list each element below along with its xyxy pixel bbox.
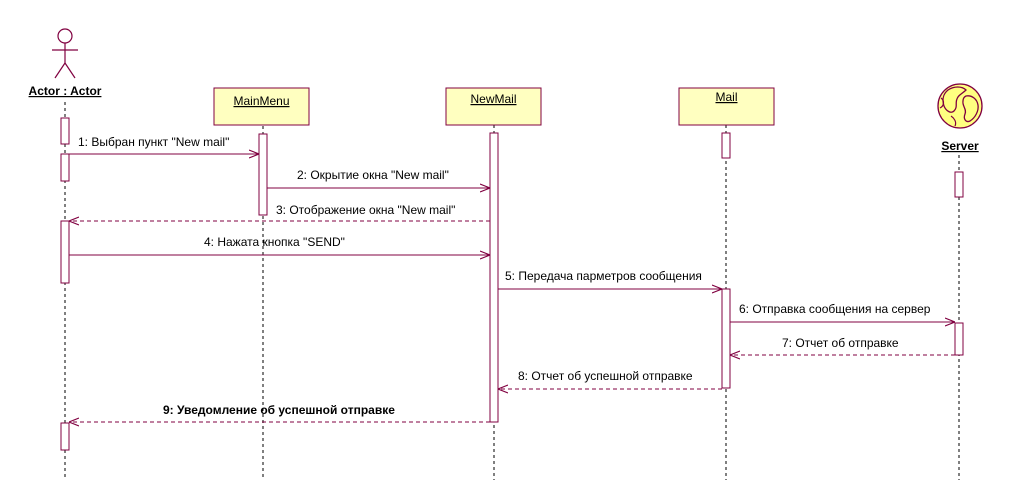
- message-label-2: 2: Окрытие окна "New mail": [297, 168, 449, 182]
- activation-mail-1: [721, 132, 731, 159]
- activation-bars: [60, 117, 964, 451]
- object-box-newmail[interactable]: NewMail: [445, 87, 542, 126]
- object-box-mainmenu[interactable]: MainMenu: [213, 87, 310, 126]
- lifeline-lines: [64, 102, 960, 480]
- messages: 1: Выбран пункт "New mail" 2: Окрытие ок…: [69, 135, 955, 422]
- globe-icon[interactable]: [937, 83, 983, 129]
- actor-figure-icon[interactable]: [52, 28, 78, 79]
- lifeline-label-mainmenu: MainMenu: [233, 94, 289, 108]
- activation-mainmenu: [258, 133, 268, 216]
- activation-server-1: [954, 171, 964, 198]
- message-label-7: 7: Отчет об отправке: [782, 336, 899, 350]
- lifeline-label-mail: Mail: [715, 90, 737, 104]
- lifeline-label-newmail: NewMail: [470, 92, 516, 106]
- message-label-8: 8: Отчет об успешной отправке: [518, 369, 693, 383]
- activation-mail-2: [721, 288, 731, 389]
- message-label-3: 3: Отображение окна "New mail": [276, 203, 455, 217]
- object-box-mail[interactable]: Mail: [678, 87, 775, 126]
- message-label-1: 1: Выбран пункт "New mail": [78, 135, 229, 149]
- message-label-5: 5: Передача парметров сообщения: [505, 269, 702, 283]
- activation-actor-2: [60, 153, 70, 182]
- activation-actor-4: [60, 422, 70, 451]
- activation-server-2: [954, 322, 964, 356]
- message-label-9: 9: Уведомление об успешной отправке: [163, 403, 395, 417]
- message-label-4: 4: Нажата кнопка "SEND": [204, 235, 345, 249]
- activation-newmail: [489, 132, 499, 423]
- activation-actor-3: [60, 220, 70, 284]
- activation-actor-1: [60, 117, 70, 145]
- message-label-6: 6: Отправка сообщения на сервер: [739, 302, 931, 316]
- lifeline-label-server: Server: [941, 139, 979, 153]
- lifeline-label-actor: Actor : Actor: [29, 84, 102, 98]
